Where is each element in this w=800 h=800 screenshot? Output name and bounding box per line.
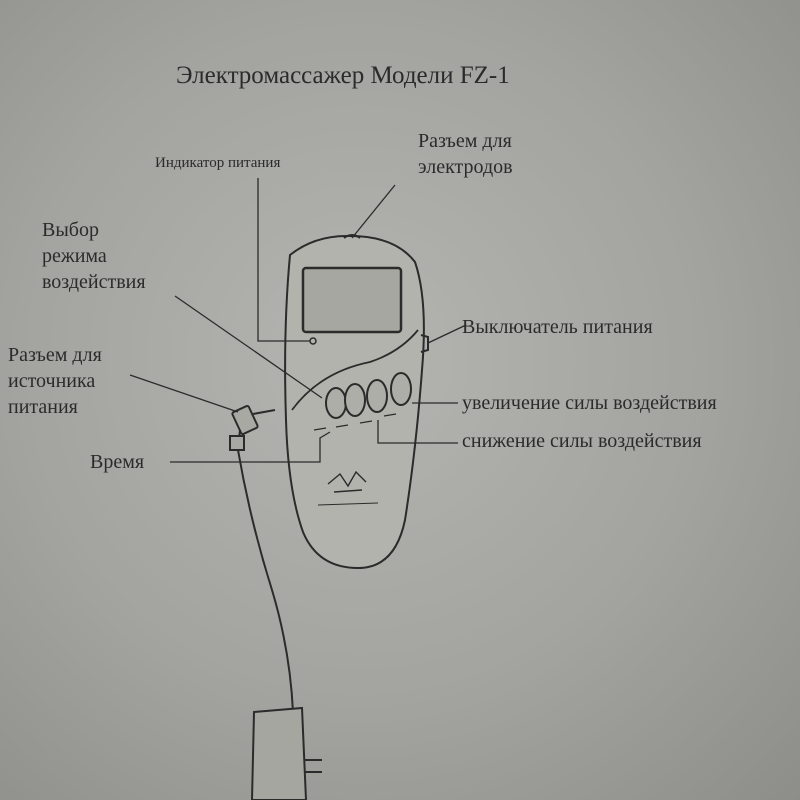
leader-power-indicator [257,178,310,342]
leader-mode-select [174,295,323,399]
label-line: Разъем для [418,130,512,152]
leader-power-switch [427,324,467,344]
display-screen [301,266,403,334]
label-mode-select: Выбор режима воздействия [42,217,146,295]
power-plug [229,404,276,451]
label-power-switch: Выключатель питания [462,316,653,338]
leader-timer [170,431,331,463]
intensity-button-right [390,372,412,406]
power-switch [420,334,429,353]
mode-button [325,387,347,419]
electrode-jack [343,234,361,239]
power-cable [237,449,294,713]
label-line: режима [42,245,107,267]
label-intensity-up: увеличение силы воздействия [462,392,717,414]
label-electrode-jack: Разъем для электродов [418,128,513,180]
label-intensity-down: снижение силы воздействия [462,430,702,452]
power-adapter [250,706,322,800]
label-line: питания [8,396,78,418]
label-power-indicator: Индикатор питания [155,155,281,171]
intensity-button-left [366,379,388,413]
label-line: Разъем для [8,344,102,366]
label-timer: Время [90,451,145,473]
timer-button [344,383,366,417]
page-title: Электромассажер Модели FZ-1 [176,62,510,89]
label-line: электродов [418,156,513,178]
label-line: Выбор [42,219,99,241]
label-line: воздействия [42,271,146,293]
leader-intensity-down [377,420,458,444]
leader-power-jack [129,374,239,413]
label-power-jack: Разъем для источника питания [8,342,102,420]
brand-logo-mark [317,470,379,506]
leader-electrodes [351,184,396,239]
control-panel-outline [291,329,419,411]
label-line: источника [8,370,96,392]
